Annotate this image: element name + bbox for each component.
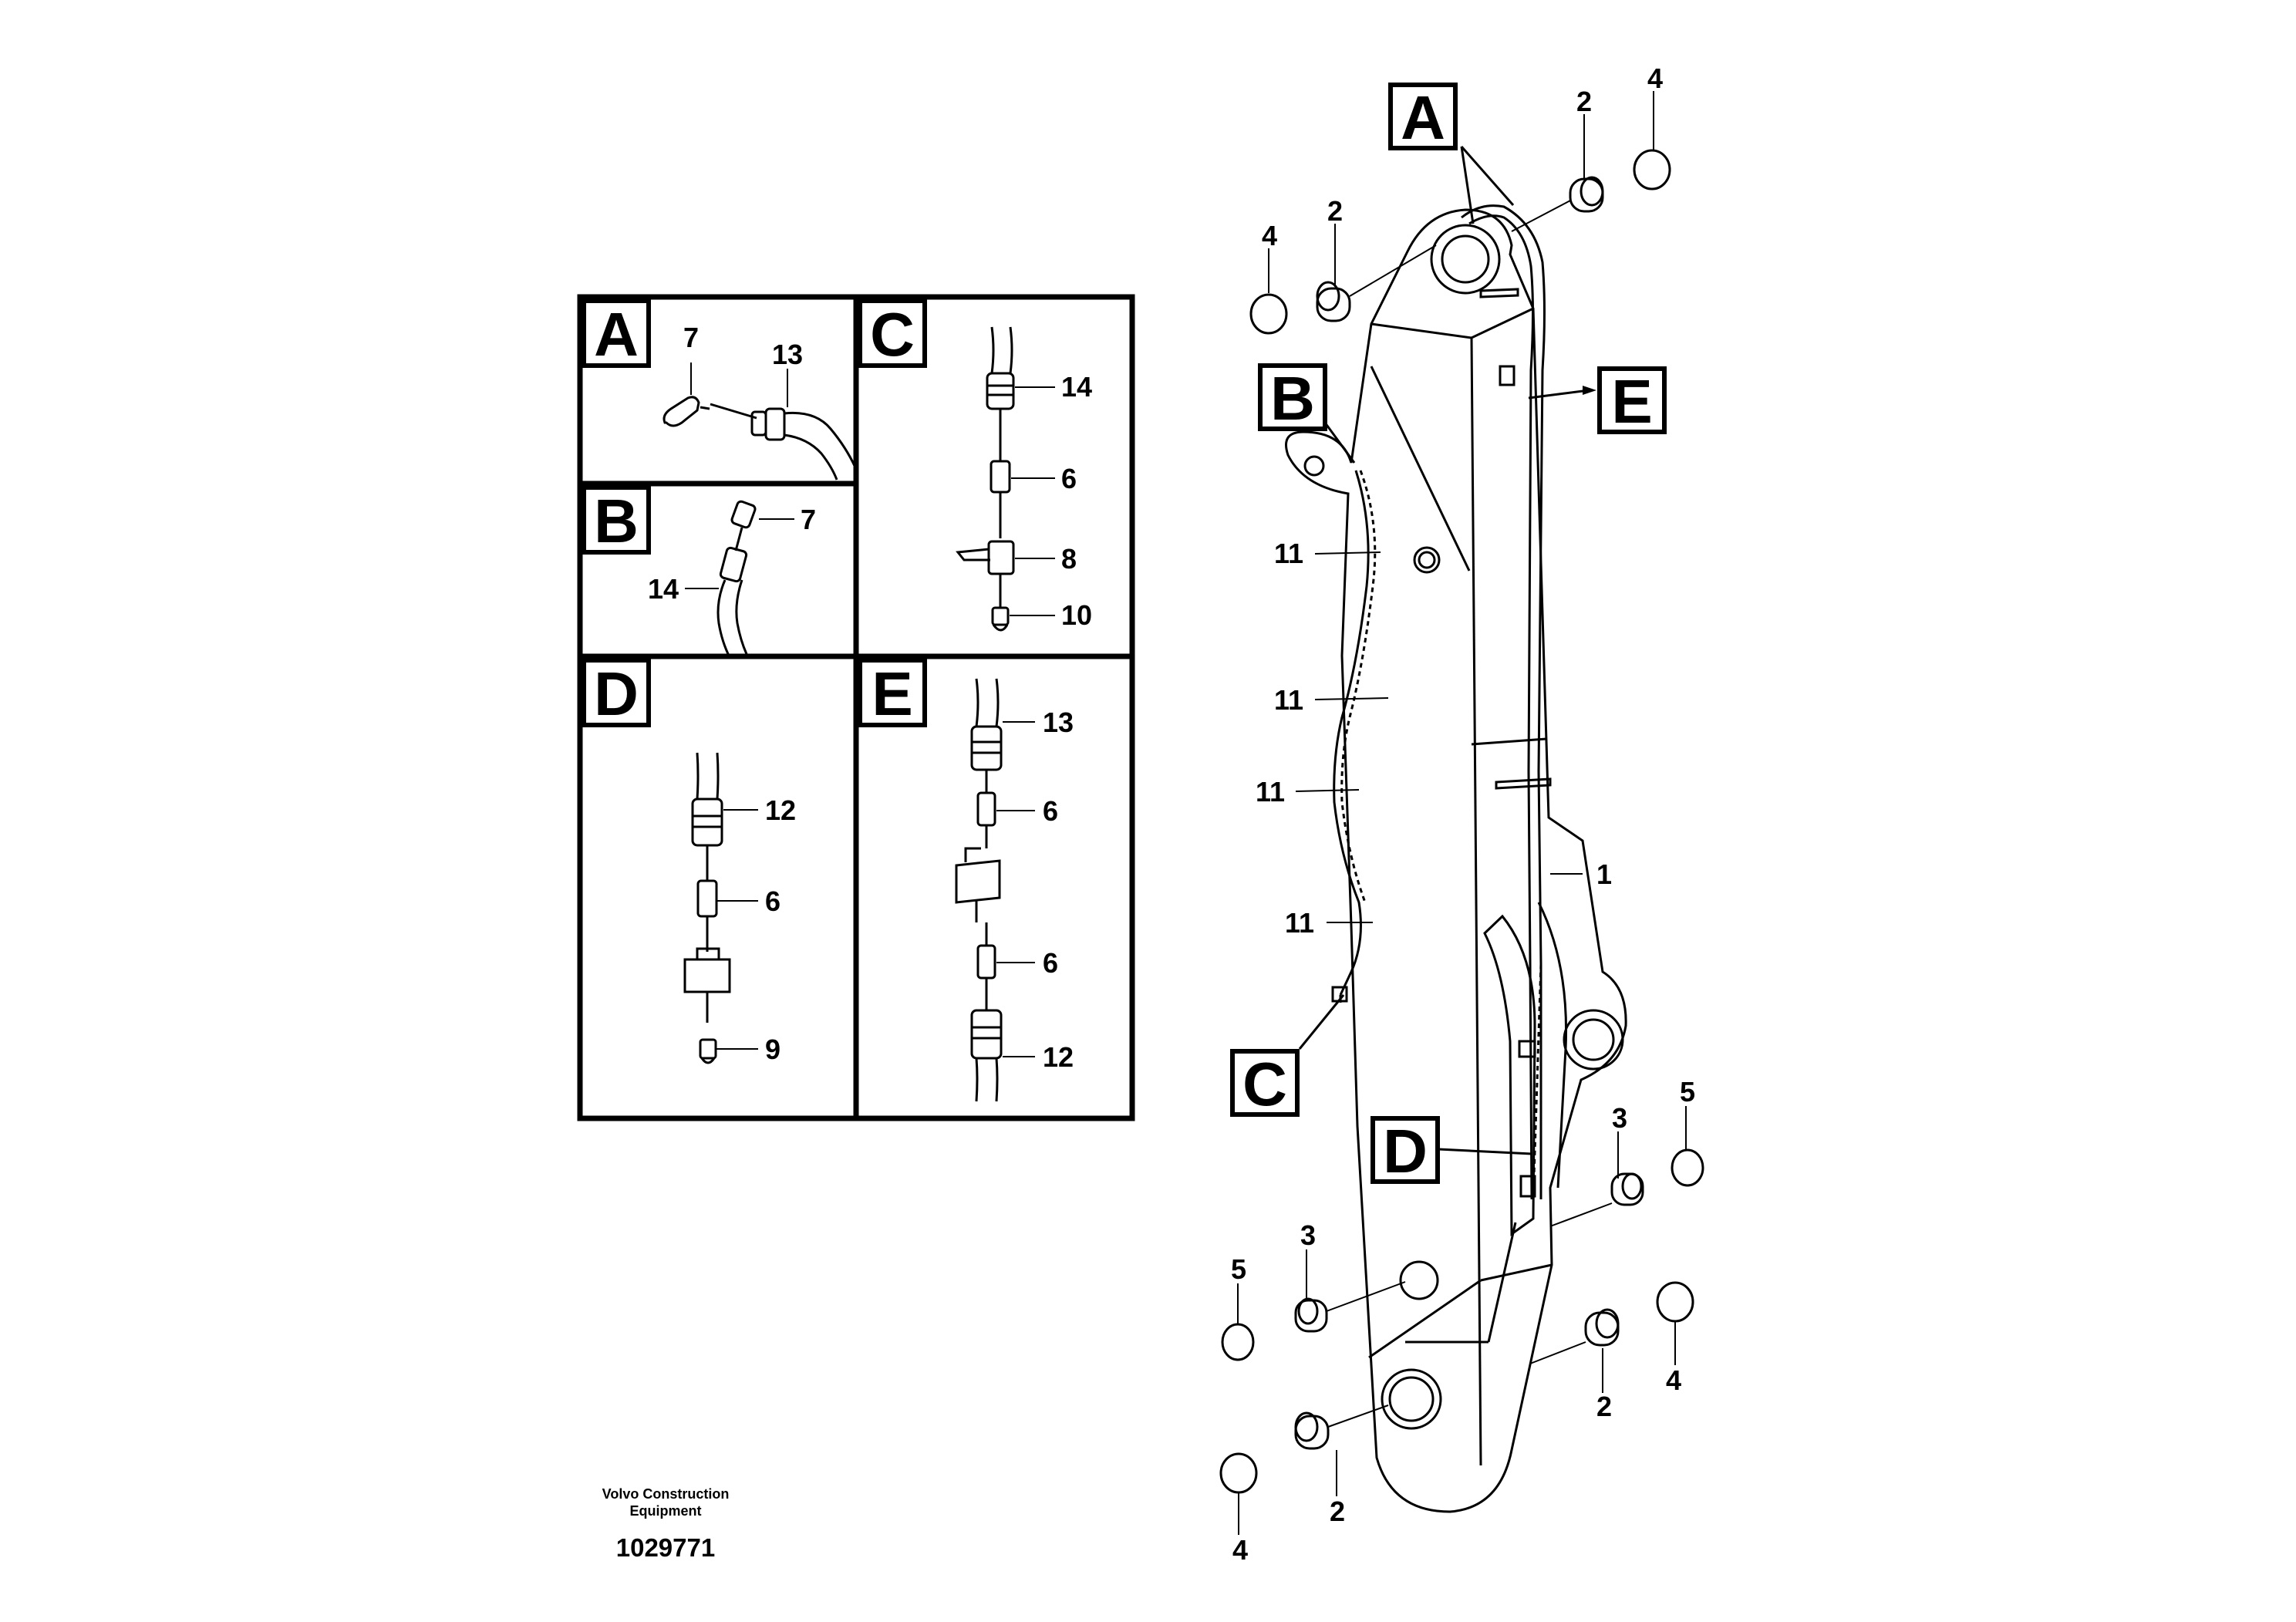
boom-label-2-upper-left: 2 [1327, 195, 1343, 227]
detail-panel [577, 294, 1135, 1121]
boom-label-3-right: 3 [1612, 1102, 1627, 1134]
boom-label-4-upper-left: 4 [1262, 220, 1277, 251]
detail-e-label-6-lower: 6 [1043, 947, 1058, 979]
detail-a: A 7 13 [582, 298, 857, 481]
detail-c-label-10: 10 [1061, 599, 1092, 631]
detail-b-label-14: 14 [648, 573, 679, 605]
boom-label-5-right: 5 [1680, 1076, 1695, 1108]
detail-d-label-9: 9 [765, 1034, 781, 1065]
detail-c-label-6: 6 [1061, 463, 1077, 494]
footer-block: Volvo Construction Equipment 1029771 [577, 1485, 754, 1563]
boom-label-4-upper-right: 4 [1647, 62, 1663, 94]
boom-callout-d: D [1383, 1117, 1428, 1185]
boom-callout-a: A [1401, 83, 1445, 152]
boom-callout-e: E [1611, 367, 1652, 436]
detail-c: C 14 6 8 10 [858, 298, 1092, 632]
company-name-line2: Equipment [629, 1503, 702, 1519]
boom-label-2-lower-left: 2 [1330, 1496, 1345, 1527]
detail-c-label-14: 14 [1061, 371, 1092, 403]
boom-label-3-left: 3 [1300, 1219, 1316, 1251]
detail-c-label-8: 8 [1061, 543, 1077, 575]
company-name-line1: Volvo Construction [602, 1486, 730, 1502]
detail-d: D 12 6 9 [582, 658, 796, 1065]
boom-label-11-a: 11 [1274, 538, 1303, 569]
detail-b-letter: B [594, 487, 639, 555]
boom-callout-b: B [1270, 364, 1315, 433]
boom-callouts: A B C D E [1230, 83, 1667, 1185]
boom-label-4-lower-right: 4 [1666, 1364, 1681, 1396]
detail-b-label-7: 7 [801, 504, 816, 535]
boom-label-4-lower-left: 4 [1232, 1534, 1248, 1566]
detail-e-letter: E [872, 659, 912, 728]
detail-e-label-12: 12 [1043, 1041, 1074, 1073]
boom-label-11-d: 11 [1285, 907, 1314, 939]
boom-label-1: 1 [1596, 858, 1612, 890]
detail-d-label-6: 6 [765, 885, 781, 917]
boom-label-11-b: 11 [1274, 684, 1303, 716]
detail-a-label-13: 13 [772, 339, 803, 370]
boom-label-11-c: 11 [1256, 776, 1285, 808]
boom-drawing [1285, 208, 1627, 1513]
detail-d-letter: D [594, 659, 639, 728]
detail-b: B 7 14 [582, 485, 816, 658]
boom-label-2-lower-right: 2 [1596, 1391, 1612, 1422]
detail-e-label-13: 13 [1043, 706, 1074, 738]
boom-callout-c: C [1242, 1050, 1287, 1118]
boom-labels: 4 2 2 4 11 11 11 11 1 3 5 3 5 2 4 2 4 [1231, 62, 1695, 1566]
detail-e: E 13 6 6 12 [858, 658, 1074, 1102]
detail-c-letter: C [870, 300, 915, 369]
detail-a-label-7: 7 [683, 322, 699, 353]
boom-label-2-upper-right: 2 [1576, 86, 1592, 117]
detail-a-letter: A [594, 300, 639, 369]
boom-hoses [1331, 204, 1552, 1200]
boom-bushings [1219, 149, 1704, 1494]
boom-label-5-left: 5 [1231, 1253, 1246, 1285]
detail-d-label-12: 12 [765, 794, 796, 826]
drawing-number: 1029771 [615, 1533, 716, 1562]
detail-e-label-6-upper: 6 [1043, 795, 1058, 827]
